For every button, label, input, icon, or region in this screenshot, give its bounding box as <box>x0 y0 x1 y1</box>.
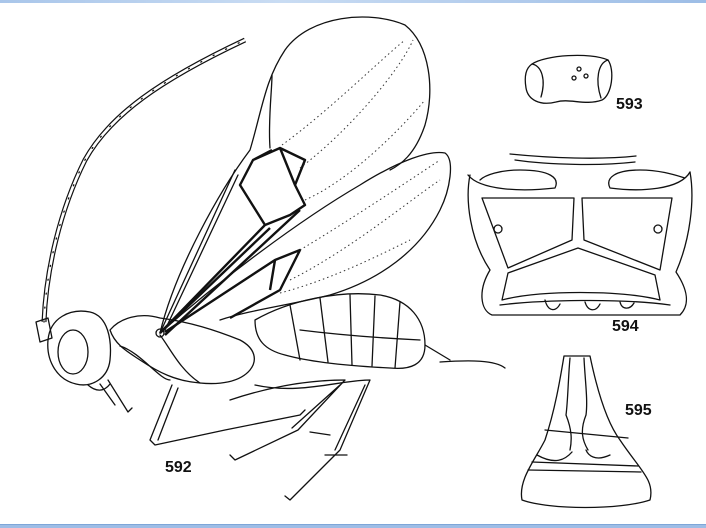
figure-label-593: 593 <box>616 96 643 113</box>
legs <box>149 379 371 501</box>
propodeum-dorsal-view: 594 <box>467 153 693 335</box>
antenna <box>35 37 247 343</box>
mesosoma <box>109 315 255 385</box>
head <box>47 310 133 413</box>
wasp-lateral-view: 592 <box>35 16 506 501</box>
metasoma <box>254 293 506 370</box>
bottom-border <box>0 524 706 528</box>
figure-label-594: 594 <box>612 318 639 335</box>
forewing <box>159 16 431 336</box>
figure-label-592: 592 <box>165 459 192 476</box>
head-frontal-view: 593 <box>524 54 643 113</box>
top-border <box>0 0 706 3</box>
figure-label-595: 595 <box>625 402 652 419</box>
first-tergite-dorsal-view: 595 <box>520 355 652 509</box>
